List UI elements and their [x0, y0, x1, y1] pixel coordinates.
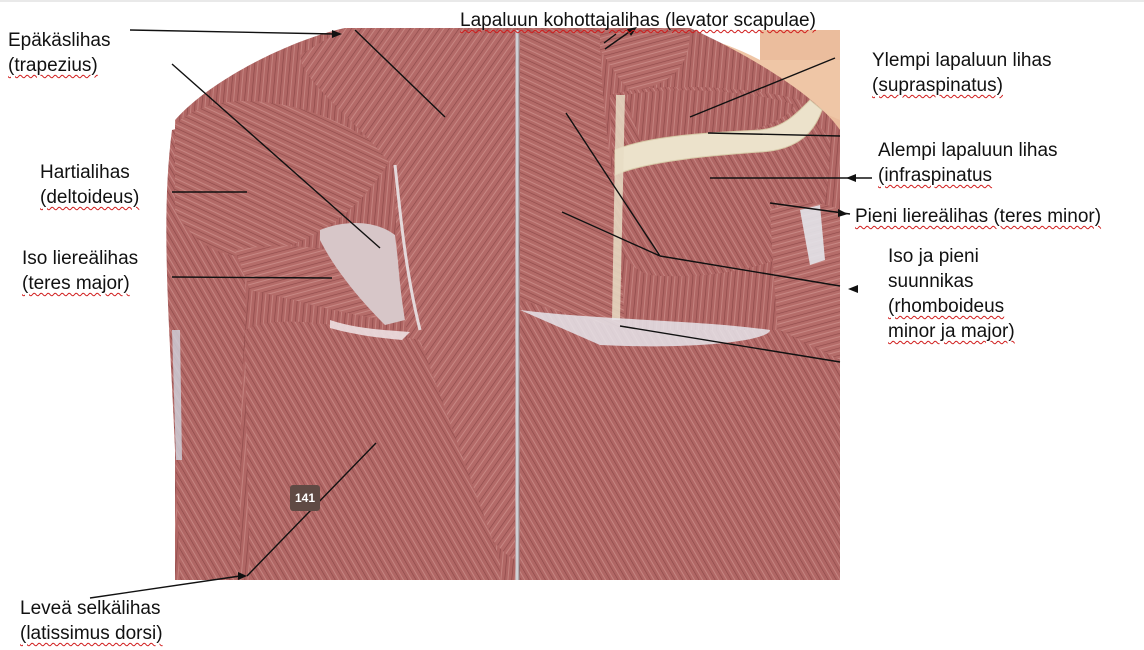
label-levator-line1: Lapaluun kohottajalihas (levator scapula… [460, 8, 816, 33]
label-teres-major-line1: Iso liereälihas [22, 246, 138, 271]
label-rhomboideus-line1: Iso ja pieni [888, 244, 1015, 269]
label-latissimus-line1: Leveä selkälihas [20, 596, 163, 621]
label-trapezius: Epäkäslihas (trapezius) [8, 28, 110, 78]
label-deltoideus-line1: Hartialihas [40, 160, 139, 185]
label-trapezius-line1: Epäkäslihas [8, 28, 110, 53]
label-rhomboideus-line2: suunnikas [888, 269, 1015, 294]
label-deltoideus: Hartialihas (deltoideus) [40, 160, 139, 210]
label-supraspinatus: Ylempi lapaluun lihas (supraspinatus) [872, 48, 1052, 98]
page-number-badge: 141 [290, 485, 320, 511]
label-trapezius-line2: (trapezius) [8, 53, 110, 78]
label-infraspinatus-line2: (infraspinatus [878, 163, 1058, 188]
label-deltoideus-line2: (deltoideus) [40, 185, 139, 210]
label-infraspinatus-line1: Alempi lapaluun lihas [878, 138, 1058, 163]
label-supraspinatus-line2: (supraspinatus) [872, 73, 1052, 98]
label-infraspinatus: Alempi lapaluun lihas (infraspinatus [878, 138, 1058, 188]
label-teres-major: Iso liereälihas (teres major) [22, 246, 138, 296]
label-rhomboideus-line4: minor ja major) [888, 319, 1015, 344]
label-levator-scapulae: Lapaluun kohottajalihas (levator scapula… [460, 8, 816, 33]
label-teres-major-line2: (teres major) [22, 271, 138, 296]
label-latissimus: Leveä selkälihas (latissimus dorsi) [20, 596, 163, 646]
label-latissimus-line2: (latissimus dorsi) [20, 621, 163, 646]
label-supraspinatus-line1: Ylempi lapaluun lihas [872, 48, 1052, 73]
label-teres-minor: Pieni liereälihas (teres minor) [855, 204, 1101, 229]
label-teres-minor-line1: Pieni liereälihas (teres minor) [855, 204, 1101, 229]
label-rhomboideus: Iso ja pieni suunnikas (rhomboideus mino… [888, 244, 1015, 344]
label-rhomboideus-line3: (rhomboideus [888, 294, 1015, 319]
